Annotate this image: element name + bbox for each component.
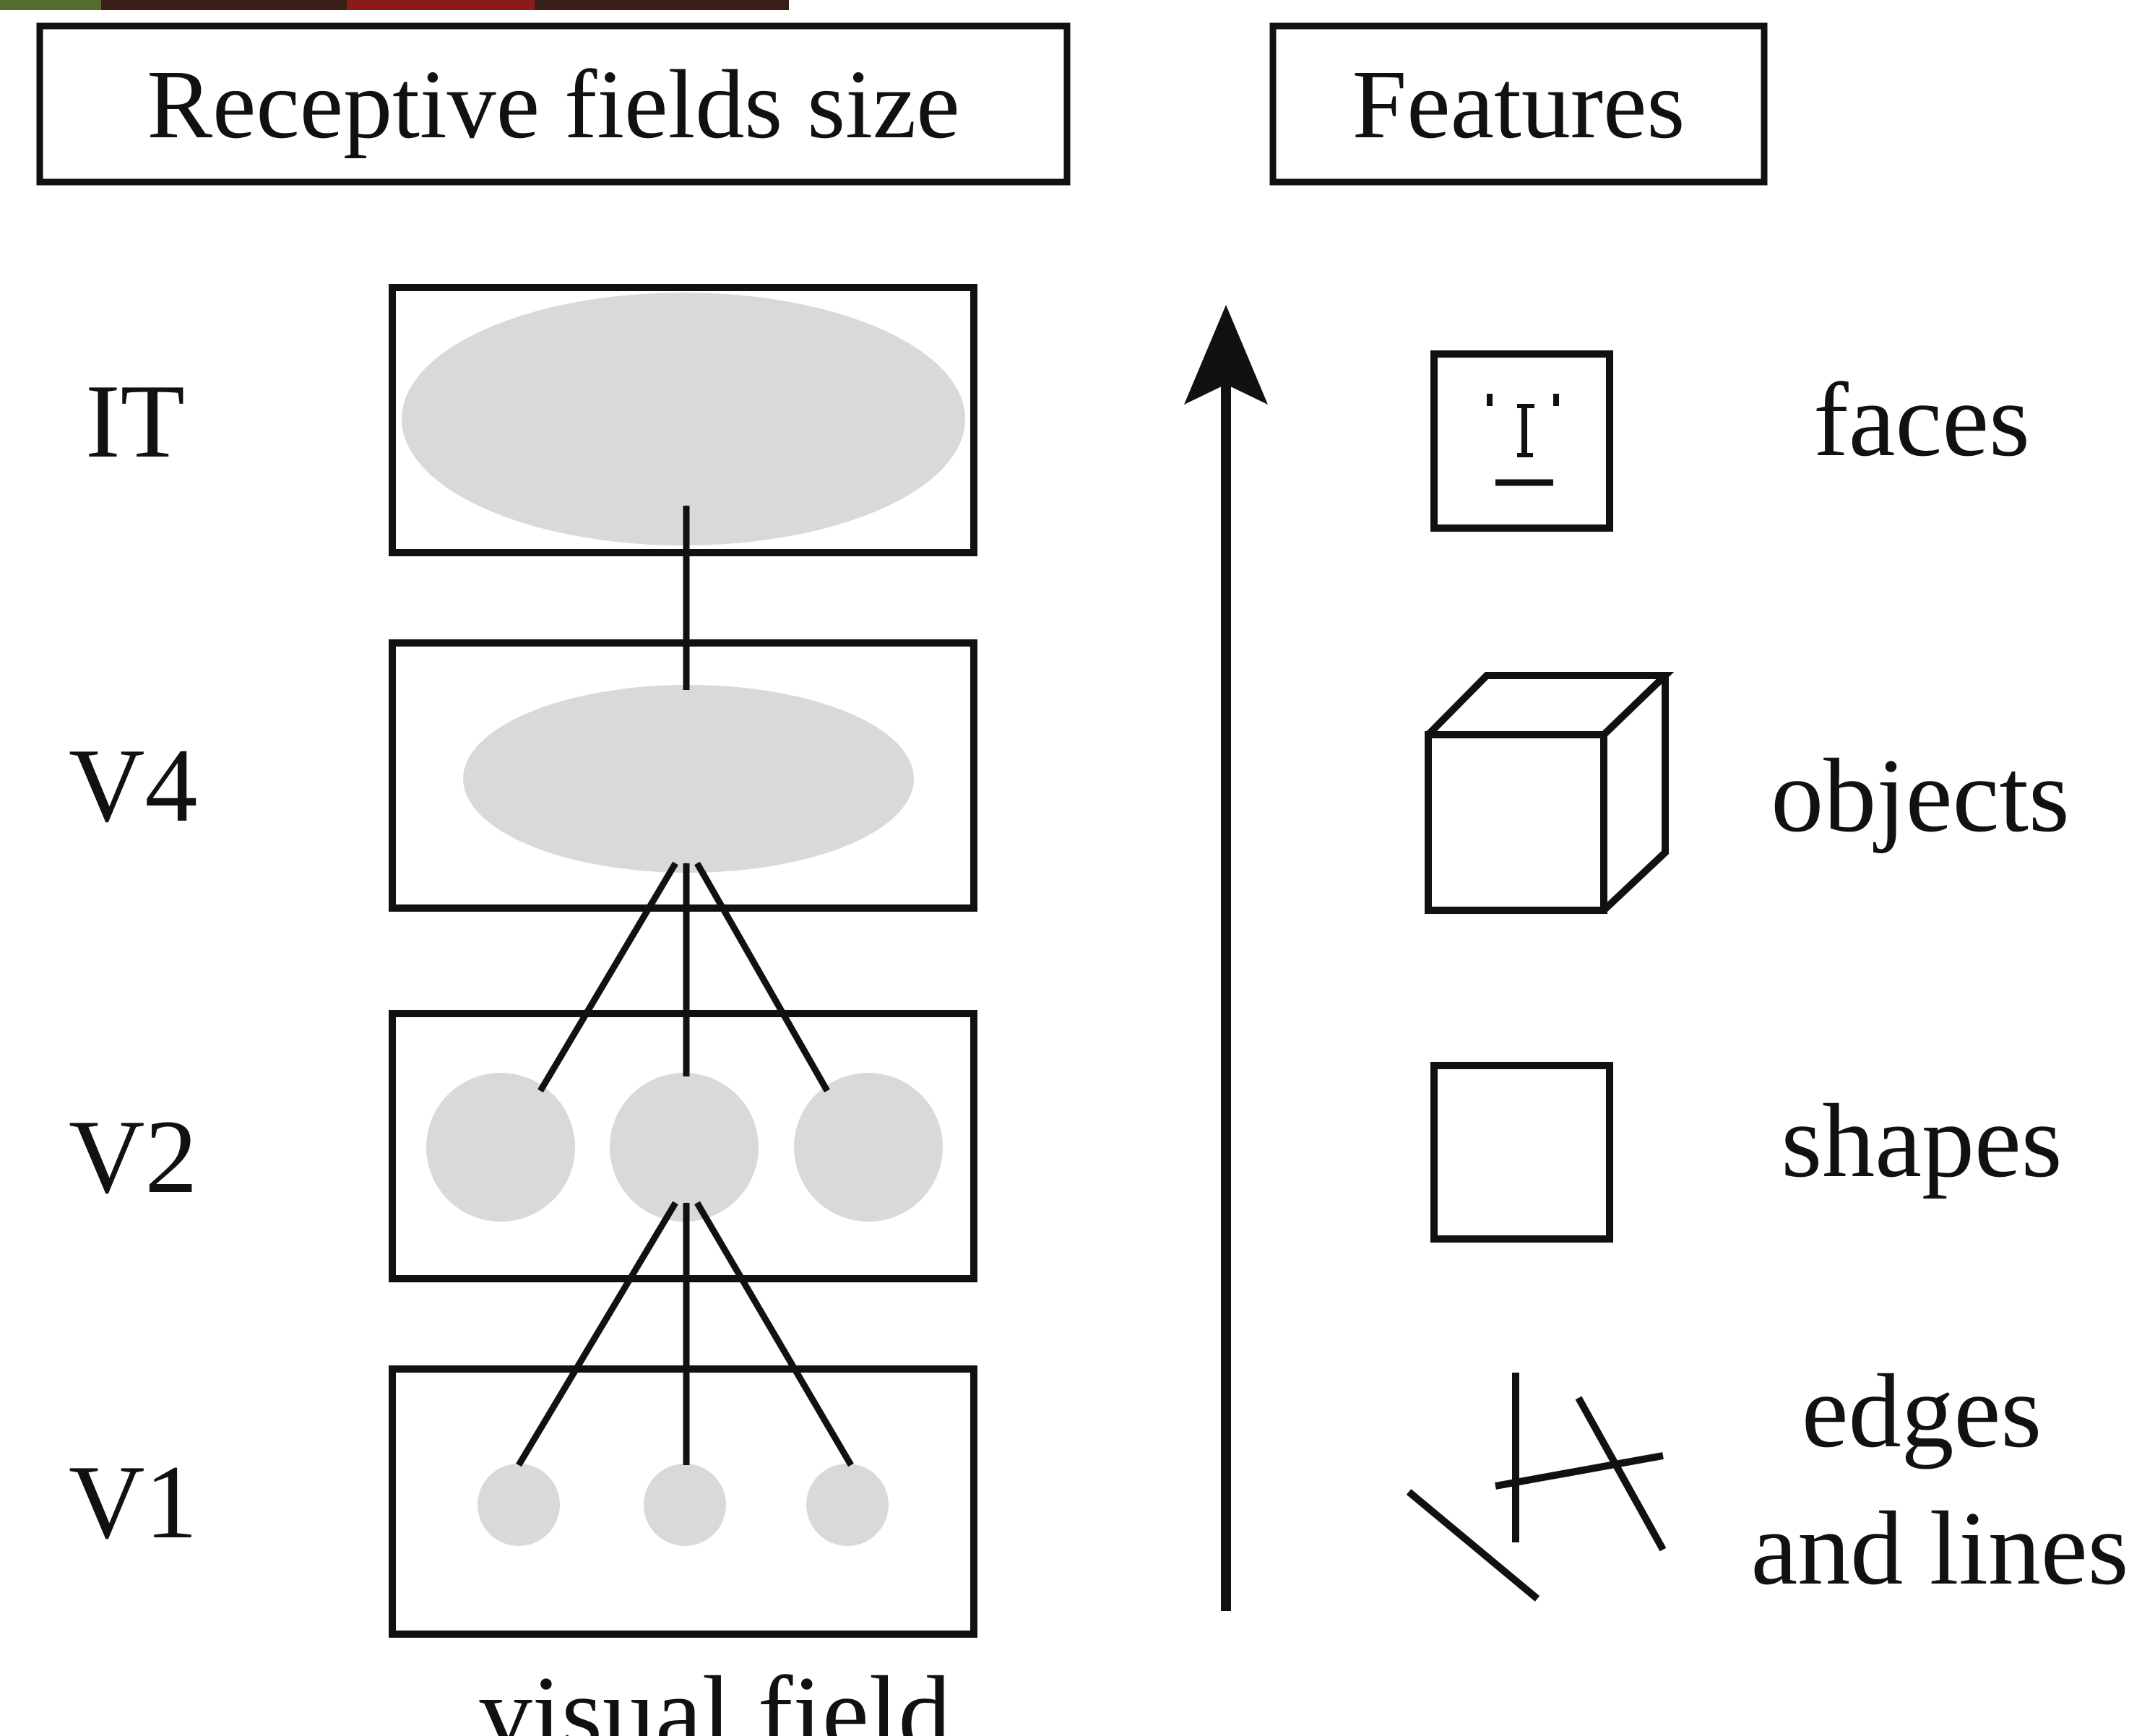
hierarchy-arrow-head-icon <box>1184 305 1268 405</box>
receptive-field-v1-center <box>644 1464 726 1546</box>
arrow-v2-left-to-v4 <box>537 861 678 1093</box>
cube-icon <box>1425 672 1675 914</box>
cropped-image-strip <box>0 0 789 10</box>
visual-field-label: visual field <box>480 1654 951 1736</box>
receptive-field-v2-center <box>610 1073 759 1222</box>
features-header: Features <box>1269 22 1768 186</box>
receptive-field-v1-right <box>806 1464 889 1546</box>
square-icon <box>1430 1062 1613 1243</box>
hierarchy-arrow <box>1184 305 1268 1611</box>
arrow-v1-left-to-v2 <box>516 1201 678 1467</box>
feature-label-objects: objects <box>1771 737 2070 854</box>
layer-label-v1: V1 <box>69 1443 197 1560</box>
feature-label-and-lines: and lines <box>1750 1490 2128 1607</box>
receptive-fields-header: Receptive fields size <box>36 22 1071 186</box>
feature-label-shapes: shapes <box>1781 1082 2062 1199</box>
feedforward-arrows <box>516 505 854 1467</box>
arrow-v1-right-to-v2 <box>694 1201 854 1467</box>
arrow-v2-right-to-v4 <box>694 861 830 1093</box>
receptive-field-it <box>402 293 965 545</box>
receptive-fields-header-label: Receptive fields size <box>147 51 959 159</box>
receptive-field-v2-left <box>426 1073 575 1222</box>
receptive-field-v2-right <box>794 1073 943 1222</box>
layer-label-v4: V4 <box>69 727 197 844</box>
receptive-field-v4 <box>463 685 914 873</box>
features-header-label: Features <box>1352 51 1685 159</box>
face-icon <box>1430 350 1613 532</box>
feature-label-faces: faces <box>1813 361 2030 478</box>
lines-icon <box>1406 1373 1667 1602</box>
receptive-field-v1-left <box>478 1464 560 1546</box>
layer-label-it: IT <box>85 363 185 480</box>
layer-label-v2: V2 <box>69 1098 197 1215</box>
feature-label-edges: edges <box>1802 1352 2042 1469</box>
